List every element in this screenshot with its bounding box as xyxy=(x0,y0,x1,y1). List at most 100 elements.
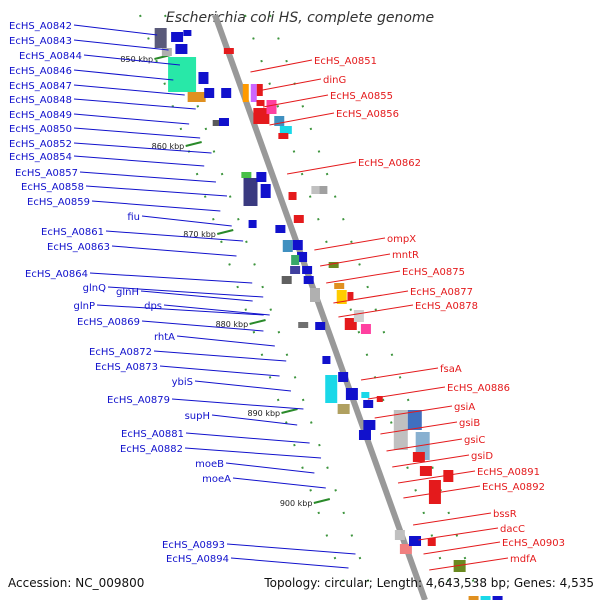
gene-feature xyxy=(242,84,249,102)
scale-tick-label: 890 kbp xyxy=(248,409,281,418)
left-gene-label: EcHS_A0850 xyxy=(9,124,72,135)
right-gene-label: fsaA xyxy=(440,364,462,375)
left-leader-line xyxy=(194,380,292,392)
left-leader-line xyxy=(73,39,169,51)
gene-feature xyxy=(241,172,252,178)
gene-feature xyxy=(409,536,422,546)
right-gene-label: dacC xyxy=(500,524,525,535)
left-leader-line xyxy=(163,304,270,316)
left-leader-line xyxy=(211,414,298,426)
gene-feature xyxy=(303,276,314,284)
right-leader-line xyxy=(257,78,322,92)
gene-feature xyxy=(218,118,229,126)
gene-feature xyxy=(319,186,328,194)
gene-feature xyxy=(243,178,258,206)
left-leader-line xyxy=(96,304,264,316)
gene-feature xyxy=(274,116,285,126)
left-gene-label: supH xyxy=(185,411,210,422)
right-gene-label: EcHS_A0891 xyxy=(477,467,540,478)
gene-feature xyxy=(168,57,197,92)
gene-feature xyxy=(412,452,425,462)
left-gene-label: EcHS_A0869 xyxy=(77,317,140,328)
right-leader-line xyxy=(360,367,439,381)
right-leader-line xyxy=(338,304,414,318)
left-gene-label: EcHS_A0861 xyxy=(41,227,104,238)
left-leader-line xyxy=(141,215,232,227)
left-gene-label: fiu xyxy=(127,212,140,223)
gene-feature xyxy=(256,100,265,106)
left-gene-label: EcHS_A0863 xyxy=(47,242,110,253)
right-leader-line xyxy=(403,485,481,499)
gene-feature xyxy=(393,410,408,450)
left-leader-line xyxy=(73,84,185,96)
left-leader-line xyxy=(184,447,322,459)
gene-feature xyxy=(399,544,412,554)
gene-feature xyxy=(376,396,383,402)
right-gene-label: gsiB xyxy=(459,418,480,429)
left-gene-label: EcHS_A0844 xyxy=(19,51,82,62)
left-gene-label: EcHS_A0858 xyxy=(21,182,84,193)
gene-feature xyxy=(290,266,301,274)
left-leader-line xyxy=(73,98,196,110)
left-gene-label: rhtA xyxy=(154,332,175,343)
left-leader-line xyxy=(140,290,253,302)
gene-feature xyxy=(291,255,300,265)
right-leader-line xyxy=(386,438,463,452)
right-leader-line xyxy=(333,290,409,304)
gene-feature xyxy=(223,48,234,54)
right-gene-label: gsiC xyxy=(464,435,485,446)
gene-feature xyxy=(204,88,215,98)
scale-tick xyxy=(313,498,331,504)
gene-feature xyxy=(358,430,371,440)
left-leader-line xyxy=(79,171,216,183)
gene-feature xyxy=(278,133,289,139)
left-leader-line xyxy=(159,365,280,377)
gene-feature xyxy=(187,92,206,102)
left-leader-line xyxy=(141,320,264,332)
left-leader-line xyxy=(153,350,287,362)
gene-feature xyxy=(492,596,503,600)
gene-feature xyxy=(302,266,313,274)
gene-feature xyxy=(221,88,232,98)
gene-feature xyxy=(183,30,192,36)
left-gene-label: EcHS_A0849 xyxy=(9,110,72,121)
scale-tick-label: 850 kbp xyxy=(120,55,153,64)
gene-feature xyxy=(297,252,308,262)
right-leader-line xyxy=(392,454,470,468)
right-leader-line xyxy=(326,270,401,284)
left-gene-label: glnH xyxy=(116,287,139,298)
right-gene-label: EcHS_A0855 xyxy=(330,91,393,102)
gene-feature xyxy=(363,400,374,408)
left-leader-line xyxy=(85,185,228,197)
left-gene-label: EcHS_A0872 xyxy=(89,347,152,358)
left-gene-label: glnQ xyxy=(83,283,106,294)
gene-feature xyxy=(427,538,436,546)
left-gene-label: EcHS_A0882 xyxy=(120,444,183,455)
left-leader-line xyxy=(105,230,244,242)
left-gene-label: EcHS_A0843 xyxy=(9,36,72,47)
left-leader-line xyxy=(111,245,237,257)
gene-feature xyxy=(161,48,172,56)
gene-feature xyxy=(361,392,370,398)
gene-feature xyxy=(293,215,304,223)
gene-feature xyxy=(310,288,320,302)
gene-feature xyxy=(212,120,221,126)
right-gene-label: mdfA xyxy=(510,554,537,565)
left-gene-label: EcHS_A0848 xyxy=(9,95,72,106)
gene-feature xyxy=(480,596,491,600)
left-gene-label: EcHS_A0864 xyxy=(25,269,88,280)
genome-backbone xyxy=(212,13,428,600)
right-gene-label: mntR xyxy=(392,250,419,261)
gene-feature xyxy=(334,283,345,289)
gene-feature xyxy=(453,560,466,572)
gene-feature xyxy=(345,388,358,400)
gene-feature xyxy=(250,84,257,102)
scale-tick-label: 860 kbp xyxy=(152,142,185,151)
left-leader-line xyxy=(73,113,190,125)
left-leader-line xyxy=(225,462,315,474)
gene-feature xyxy=(256,84,263,96)
gene-feature xyxy=(325,375,338,403)
left-leader-line xyxy=(226,543,356,555)
left-gene-label: EcHS_A0842 xyxy=(9,21,72,32)
left-leader-line xyxy=(73,24,158,36)
